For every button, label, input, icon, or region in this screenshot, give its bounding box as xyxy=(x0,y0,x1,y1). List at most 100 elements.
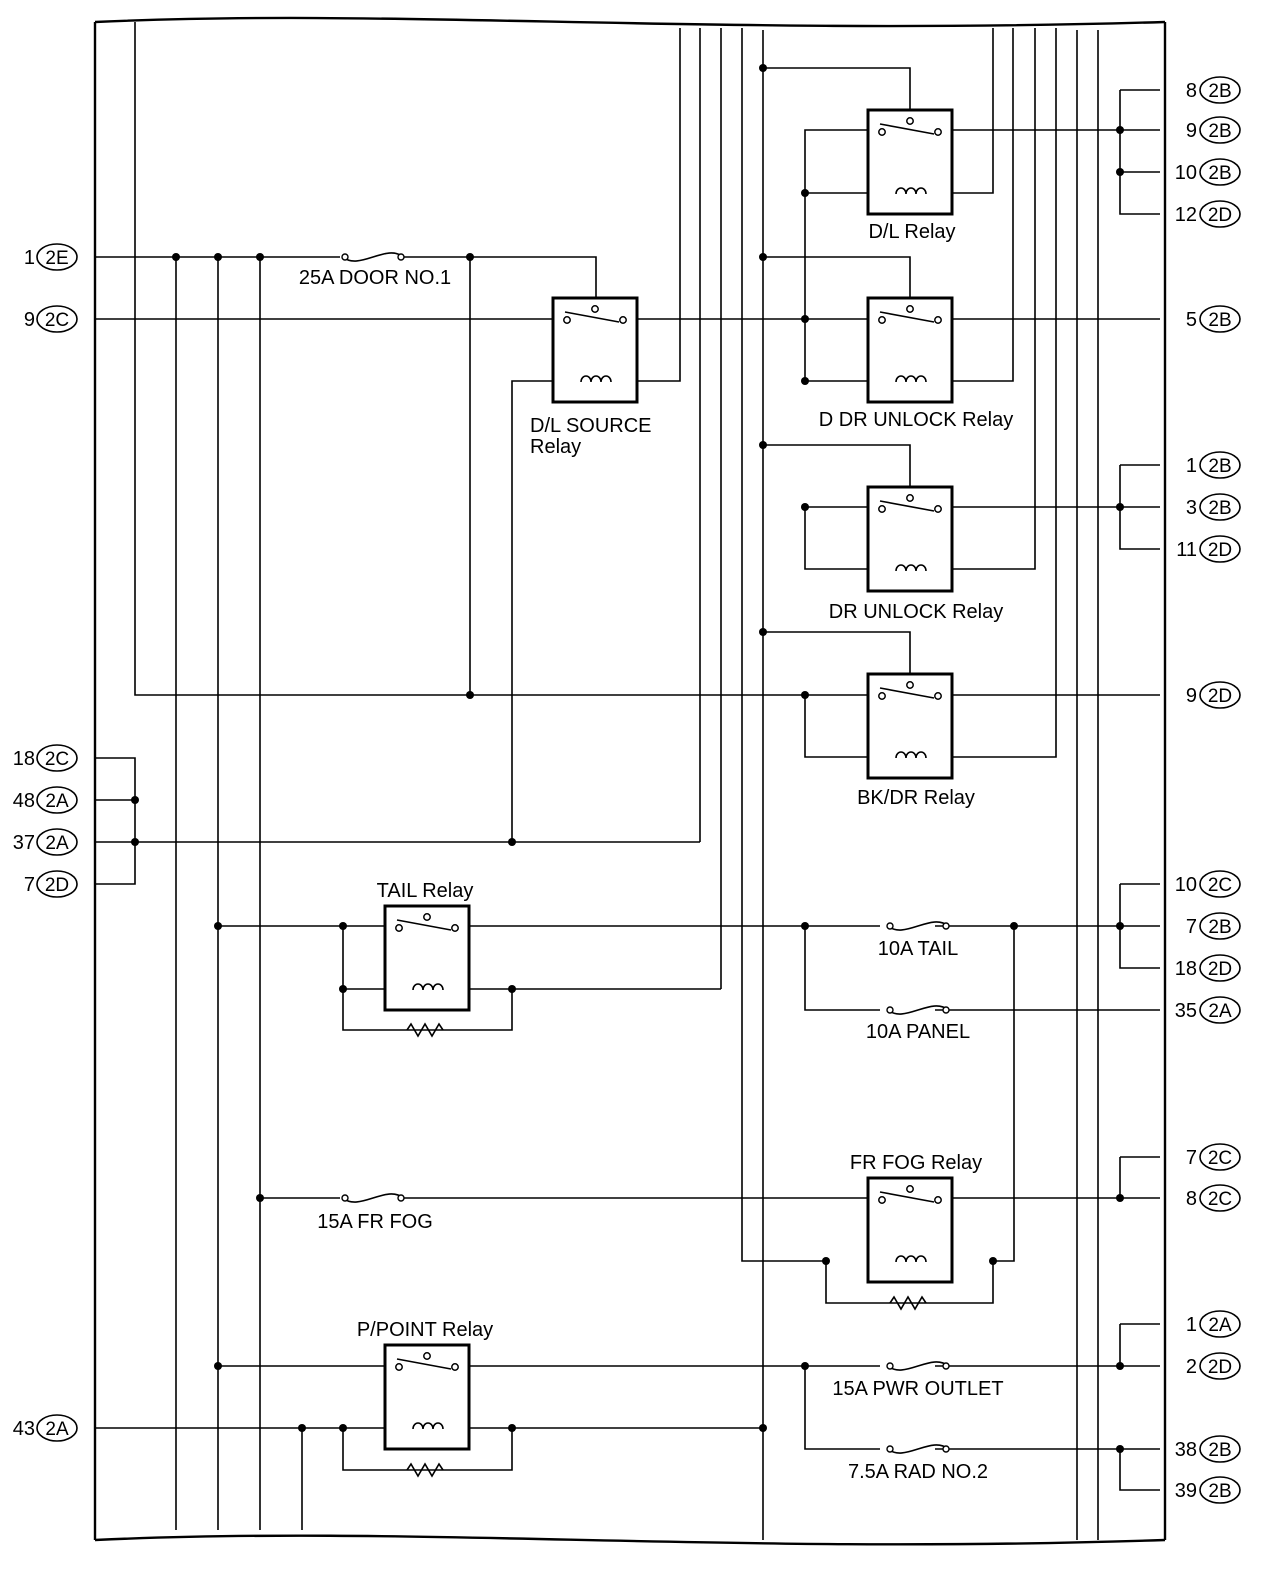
wire xyxy=(1119,90,1160,215)
connector-badge xyxy=(1199,493,1241,521)
connector-id: 2B xyxy=(1208,456,1231,477)
wire xyxy=(741,28,826,1262)
connector-id: 2D xyxy=(1208,1357,1232,1378)
relay-contact xyxy=(423,1352,431,1360)
relay-contact xyxy=(395,1363,403,1371)
junction-dot xyxy=(759,253,767,261)
connector-badge xyxy=(36,1414,78,1442)
relay-contact xyxy=(878,316,886,324)
connector-id: 2D xyxy=(1208,205,1232,226)
junction-dot xyxy=(339,985,347,993)
junction-dot xyxy=(801,503,809,511)
fuse-terminal xyxy=(886,1445,894,1453)
junction-dot xyxy=(466,253,474,261)
relay-contact xyxy=(934,1196,942,1204)
relay-label-dlsrc: D/L SOURCE xyxy=(530,415,652,437)
junction-dot xyxy=(256,253,264,261)
connector-badge xyxy=(1199,76,1241,104)
relay-label-frfog: FR FOG Relay xyxy=(850,1152,982,1174)
connector-badge xyxy=(1199,954,1241,982)
relay-switch-arm xyxy=(396,919,452,931)
fuse-symbol xyxy=(887,1361,949,1371)
connector-badge xyxy=(1199,451,1241,479)
relay-contact xyxy=(451,924,459,932)
wire xyxy=(511,380,565,842)
wire xyxy=(134,22,805,696)
junction-dot xyxy=(131,838,139,846)
wire xyxy=(825,1261,994,1304)
fuse-terminal xyxy=(886,1006,894,1014)
junction-dot xyxy=(214,253,222,261)
relay-contact xyxy=(395,924,403,932)
connector-badge xyxy=(1199,158,1241,186)
relay-contact xyxy=(591,305,599,313)
wire xyxy=(804,695,880,758)
fuse-label-door1: 25A DOOR NO.1 xyxy=(299,267,451,289)
terminal-pin-number: 3 xyxy=(1186,497,1197,519)
wire xyxy=(935,28,1036,570)
terminal-pin-number: 12 xyxy=(1175,204,1197,226)
connector-id: 2B xyxy=(1208,498,1231,519)
relay-box xyxy=(866,672,954,780)
fuse-terminal xyxy=(942,922,950,930)
wire xyxy=(95,757,136,885)
resistor-symbol xyxy=(406,1022,444,1038)
relay-label-tail: TAIL Relay xyxy=(377,880,474,902)
connector-id: 2E xyxy=(45,248,68,269)
relay-box xyxy=(866,108,954,216)
relay-label-dr: DR UNLOCK Relay xyxy=(829,601,1003,623)
fuse-symbol xyxy=(342,252,404,262)
wire xyxy=(1119,465,1160,550)
junction-dot xyxy=(172,253,180,261)
relay-contact xyxy=(878,1196,886,1204)
fuse-terminal xyxy=(341,1194,349,1202)
relay-contact xyxy=(906,305,914,313)
junction-dot xyxy=(1116,126,1124,134)
relay-contact xyxy=(451,1363,459,1371)
resistor-symbol xyxy=(889,1295,927,1311)
relay-contact xyxy=(934,316,942,324)
relay-box xyxy=(866,296,954,404)
fuse-label-frfog: 15A FR FOG xyxy=(317,1211,433,1233)
terminal-pin-number: 1 xyxy=(1186,455,1197,477)
connector-badge xyxy=(1199,1184,1241,1212)
fuse-label-panel: 10A PANEL xyxy=(866,1021,970,1043)
junction-dot xyxy=(1116,1445,1124,1453)
fuse-terminal xyxy=(942,1362,950,1370)
fuse-terminal xyxy=(397,1194,405,1202)
junction-dot xyxy=(822,1257,830,1265)
junction-dot xyxy=(1116,168,1124,176)
terminal-pin-number: 7 xyxy=(24,874,35,896)
connector-id: 2A xyxy=(45,1419,69,1440)
wire xyxy=(935,28,1057,758)
fuse-symbol xyxy=(342,1193,404,1203)
wires xyxy=(95,22,1160,1540)
connector-id: 2C xyxy=(45,749,69,770)
terminal-pin-number: 1 xyxy=(24,247,35,269)
connector-id: 2C xyxy=(1208,1148,1232,1169)
relay-box xyxy=(383,1343,471,1451)
relay-label-dlsrc: Relay xyxy=(530,436,581,458)
relay-contact xyxy=(906,1185,914,1193)
connector-badge xyxy=(1199,1476,1241,1504)
connector-badge xyxy=(1199,681,1241,709)
junction-dot xyxy=(1010,922,1018,930)
wire xyxy=(620,28,681,382)
connector-badge xyxy=(1199,200,1241,228)
relay-contact xyxy=(934,505,942,513)
junction-dot xyxy=(759,1424,767,1432)
wire xyxy=(935,28,994,194)
terminal-pin-number: 8 xyxy=(1186,80,1197,102)
terminal-pin-number: 7 xyxy=(1186,1147,1197,1169)
relay-coil xyxy=(412,1422,444,1430)
connector-badge xyxy=(1199,535,1241,563)
relay-contact xyxy=(423,913,431,921)
junction-dot xyxy=(298,1424,306,1432)
junction-dot xyxy=(1116,503,1124,511)
wire xyxy=(400,256,597,305)
relay-contact xyxy=(619,316,627,324)
terminal-pin-number: 18 xyxy=(13,748,35,770)
relay-contact xyxy=(934,128,942,136)
relay-switch-arm xyxy=(396,1358,452,1370)
